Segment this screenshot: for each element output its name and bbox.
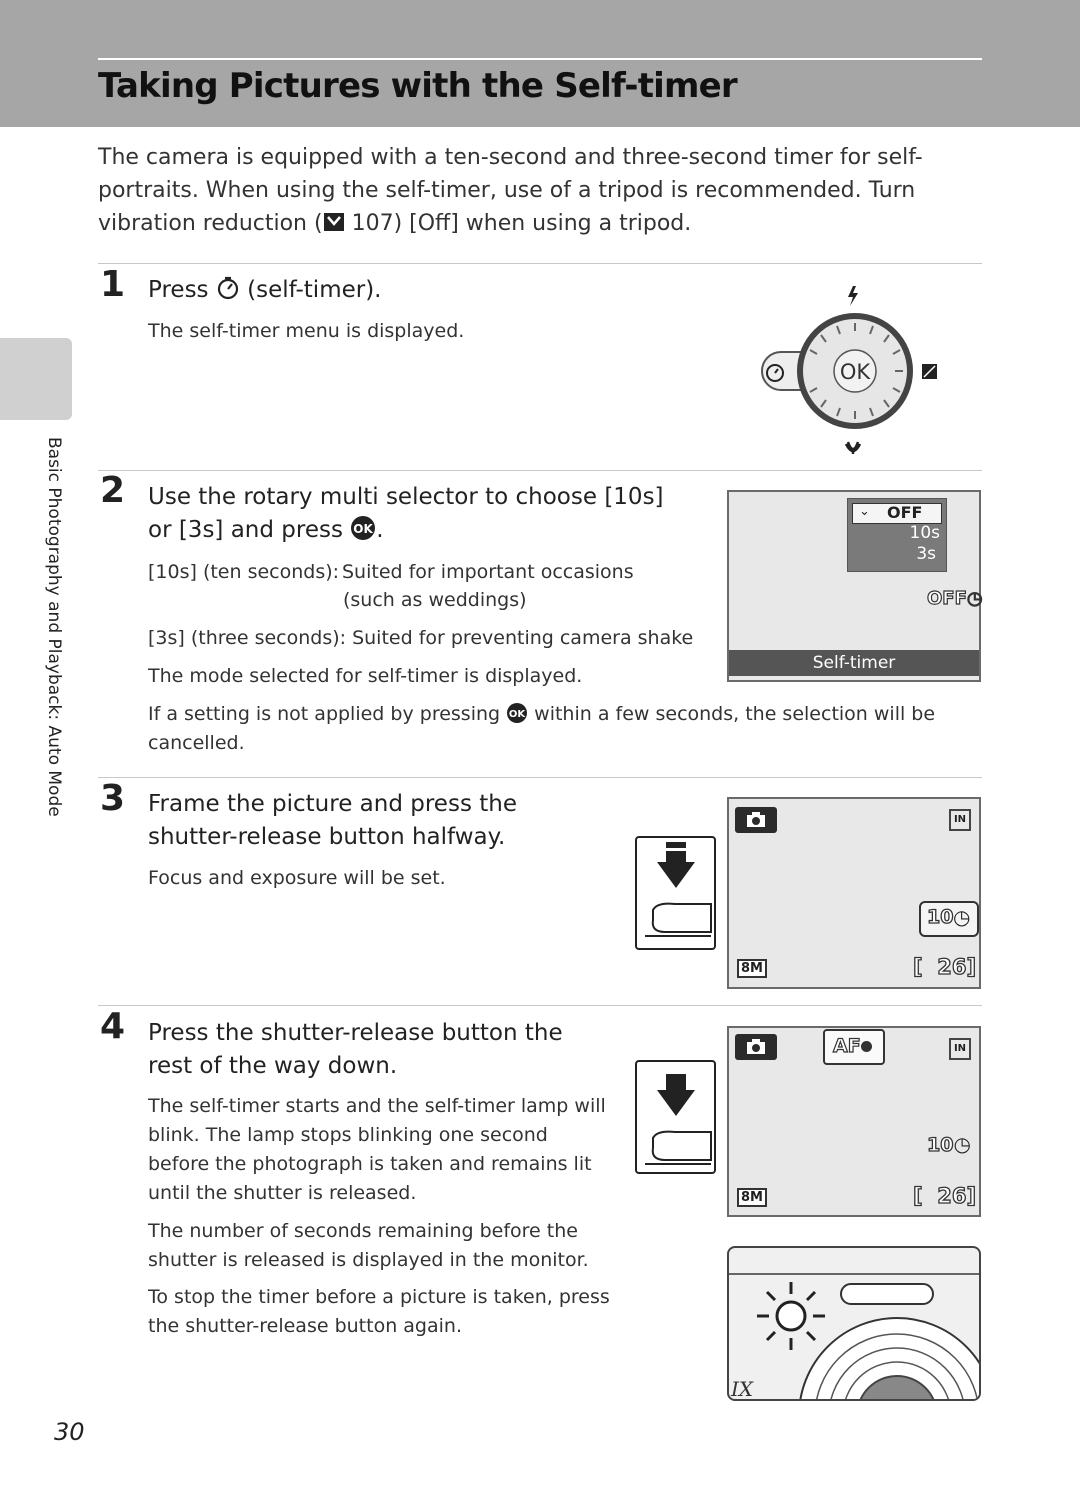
step-number: 2 bbox=[100, 470, 126, 511]
self-timer-icon bbox=[217, 276, 238, 300]
self-timer-off-indicator: OFF◷ bbox=[926, 587, 983, 609]
exposure-compensation-icon bbox=[922, 364, 937, 379]
chapter-tab bbox=[0, 338, 72, 420]
divider bbox=[98, 470, 982, 471]
ok-button-icon: OK bbox=[507, 703, 528, 723]
divider bbox=[98, 777, 982, 778]
camera-front-illustration: IX bbox=[727, 1246, 981, 1401]
header-rule bbox=[98, 58, 982, 60]
intro-line-1: The camera is equipped with a ten-second… bbox=[98, 145, 923, 170]
timer-option-list: ⌄ OFF 10s 3s bbox=[847, 498, 947, 572]
self-timer-icon: ◷ bbox=[953, 905, 971, 929]
macro-icon bbox=[844, 441, 862, 454]
option-10s-item: 10s bbox=[909, 523, 941, 543]
ok-button-icon: OK bbox=[351, 516, 376, 540]
step-number: 1 bbox=[100, 264, 126, 305]
note-text-cont: cancelled. bbox=[148, 732, 245, 754]
page-header: Taking Pictures with the Self-timer bbox=[0, 0, 1080, 127]
step-description: Focus and exposure will be set. bbox=[148, 867, 446, 889]
divider bbox=[98, 1005, 982, 1006]
step-paragraph-3: To stop the timer before a picture is ta… bbox=[148, 1286, 610, 1337]
lens-icon bbox=[799, 1317, 979, 1399]
self-timer-menu-screen: ⌄ OFF 10s 3s OFF◷ Self-timer bbox=[727, 490, 983, 682]
menu-title-bar: Self-timer bbox=[729, 650, 979, 676]
svg-text:OK: OK bbox=[509, 709, 527, 720]
self-timer-icon: ◷ bbox=[953, 1132, 971, 1156]
camera-mode-icon bbox=[735, 1034, 777, 1060]
focus-dot-icon bbox=[861, 1041, 872, 1052]
mode-displayed-text: The mode selected for self-timer is disp… bbox=[148, 665, 583, 687]
flash-icon bbox=[848, 286, 858, 306]
shooting-screen-countdown: AF IN 10◷ 8M [ 26] bbox=[727, 1026, 981, 1217]
self-timer-countdown: 10◷ bbox=[926, 1132, 971, 1157]
image-size-icon: 8M bbox=[737, 959, 767, 978]
page-number: 30 bbox=[54, 1418, 85, 1446]
step-number: 3 bbox=[100, 778, 126, 819]
step-title: Press the shutter-release button the res… bbox=[148, 1020, 563, 1079]
step-title: Use the rotary multi selector to choose … bbox=[148, 484, 664, 543]
intro-line-2: portraits. When using the self-timer, us… bbox=[98, 178, 916, 203]
rotary-multi-selector-illustration: OK bbox=[761, 286, 937, 454]
internal-memory-icon: IN bbox=[949, 809, 971, 831]
exposures-remaining: [ 26] bbox=[912, 954, 977, 979]
divider bbox=[98, 263, 982, 264]
self-timer-icon: ◷ bbox=[966, 587, 983, 609]
camera-mode-icon bbox=[735, 807, 777, 833]
intro-paragraph: The camera is equipped with a ten-second… bbox=[98, 141, 948, 240]
focus-indicator: AF bbox=[823, 1029, 885, 1065]
self-timer-10s-indicator: 10 ◷ bbox=[919, 901, 979, 937]
step-description: The self-timer menu is displayed. bbox=[148, 320, 465, 342]
note-text: If a setting is not applied by pressing … bbox=[148, 703, 936, 725]
shutter-full-press-illustration bbox=[635, 1060, 716, 1174]
option-10s: [10s] (ten seconds): Suited for importan… bbox=[148, 561, 634, 583]
exposures-remaining: [ 26] bbox=[912, 1183, 977, 1208]
step-title: Press (self-timer). bbox=[148, 276, 382, 303]
chevron-down-icon: ⌄ bbox=[859, 504, 870, 519]
svg-text:OK: OK bbox=[840, 360, 872, 384]
shooting-screen-halfway: IN 10 ◷ 8M [ 26] bbox=[727, 797, 981, 989]
option-10s-desc: (such as weddings) bbox=[343, 589, 527, 611]
svg-text:OK: OK bbox=[354, 522, 374, 536]
image-size-icon: 8M bbox=[737, 1188, 767, 1207]
intro-line-3: vibration reduction ( 107) [Off] when us… bbox=[98, 211, 692, 236]
step-paragraph-1: The self-timer starts and the self-timer… bbox=[148, 1095, 606, 1204]
shutter-half-press-illustration bbox=[635, 836, 716, 950]
internal-memory-icon: IN bbox=[949, 1038, 971, 1060]
option-3s: [3s] (three seconds): Suited for prevent… bbox=[148, 627, 694, 649]
step-number: 4 bbox=[100, 1006, 126, 1047]
chapter-label: Basic Photography and Playback: Auto Mod… bbox=[44, 437, 64, 817]
self-timer-button-icon bbox=[766, 364, 784, 382]
option-3s-item: 3s bbox=[916, 544, 936, 564]
step-paragraph-2: The number of seconds remaining before t… bbox=[148, 1220, 589, 1271]
camera-front-drawing: IX bbox=[729, 1273, 979, 1401]
self-timer-lamp-icon bbox=[757, 1282, 825, 1350]
camera-brand-logo: IX bbox=[730, 1377, 754, 1401]
page-title: Taking Pictures with the Self-timer bbox=[98, 66, 738, 106]
reference-icon bbox=[323, 213, 344, 231]
option-off: ⌄ OFF bbox=[852, 503, 942, 524]
step-title: Frame the picture and press the shutter-… bbox=[148, 791, 517, 850]
